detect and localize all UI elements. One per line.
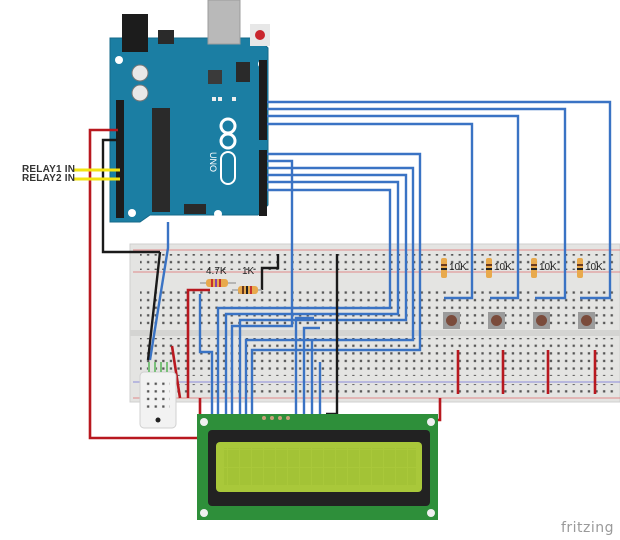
wire-pin13 <box>267 100 612 300</box>
wire-pin3 <box>224 180 400 418</box>
breadboard <box>129 243 620 403</box>
wire-pin2 <box>216 188 392 418</box>
push-button-2 <box>488 312 505 329</box>
wire-pin5 <box>244 166 415 418</box>
button-resistors <box>441 258 583 278</box>
wire-dht-data <box>148 222 170 361</box>
lcd-16x2 <box>197 414 438 520</box>
push-button-1 <box>443 312 460 329</box>
relay1-label: RELAY1 IN <box>22 164 76 175</box>
resistor-4k7 <box>200 279 236 287</box>
signal-wires <box>148 100 612 418</box>
resistor-10k-label-3: 10K <box>539 262 557 273</box>
atmega-chip <box>152 108 170 212</box>
resistor-4k7-label: 4.7K <box>206 266 227 277</box>
fritzing-watermark: fritzing <box>560 520 614 536</box>
dht-sensor <box>139 362 177 429</box>
push-button-3 <box>533 312 550 329</box>
power-jack <box>122 14 148 52</box>
wire-pin6 <box>230 159 294 418</box>
resistor-10k-label-1: 10K <box>449 262 467 273</box>
wire-pin7 <box>250 152 422 418</box>
push-button-4 <box>578 312 595 329</box>
arduino-uno-board <box>109 0 270 223</box>
usb-port <box>207 0 241 45</box>
wire-pin11 <box>267 114 520 300</box>
wire-pin12 <box>267 107 567 300</box>
resistor-10k-label-2: 10K <box>494 262 512 273</box>
resistor-1k <box>232 286 262 294</box>
wire-gnd <box>101 138 160 254</box>
wire-pin4 <box>238 173 408 418</box>
resistor-10k-label-4: 10K <box>585 262 603 273</box>
relay2-label: RELAY2 IN <box>22 173 76 184</box>
relay-wires <box>74 168 120 181</box>
resistor-1k-label: 1K <box>242 266 255 277</box>
arduino-logo <box>219 117 237 185</box>
board-logo-text: UNO <box>208 152 218 172</box>
push-buttons <box>443 312 595 329</box>
wire-pin10 <box>267 122 474 300</box>
